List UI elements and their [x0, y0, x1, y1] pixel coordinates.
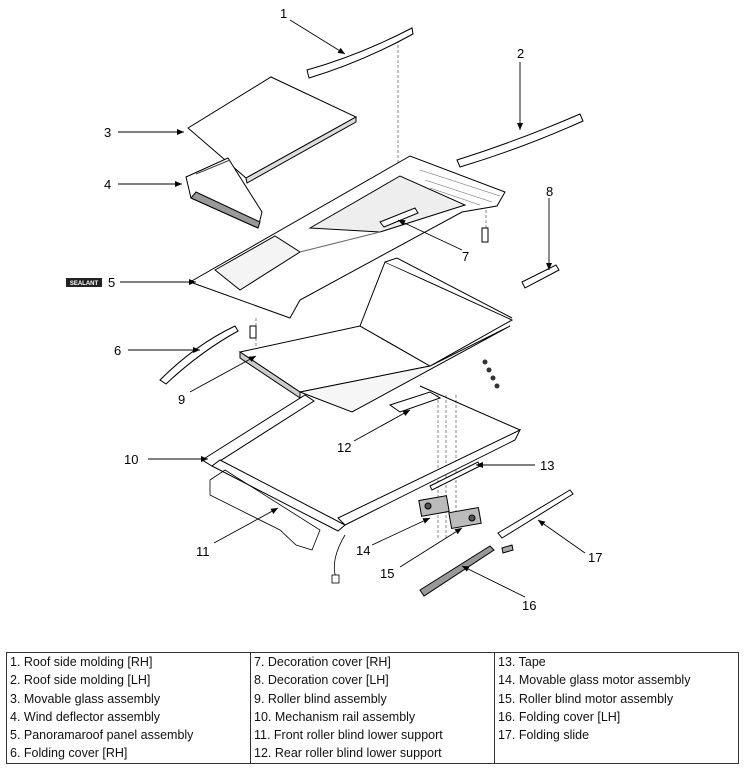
- callout-11: 11: [196, 544, 210, 559]
- legend-item: 15. Roller blind motor assembly: [498, 691, 674, 706]
- legend-item: 1. Roof side molding [RH]: [10, 655, 153, 669]
- legend-item: 12. Rear roller blind lower support: [254, 746, 442, 761]
- legend-item: 10. Mechanism rail assembly: [254, 709, 416, 724]
- part-folding-cover-rh: [159, 325, 239, 385]
- sealant-tube-icon: SEALANT: [66, 278, 102, 287]
- callout-8: 8: [546, 184, 553, 199]
- callout-9: 9: [178, 392, 185, 407]
- legend-column-2: 7. Decoration cover [RH] 8. Decoration c…: [250, 652, 495, 764]
- callout-1: 1: [280, 6, 287, 21]
- part-folding-cover-lh: [419, 545, 495, 597]
- exploded-view-diagram: SEALANT: [66, 6, 602, 613]
- legend-item: 2. Roof side molding [LH]: [10, 673, 151, 688]
- callout-4: 4: [104, 177, 111, 192]
- parts-legend-table: 1. Roof side molding [RH] 2. Roof side m…: [6, 652, 739, 764]
- callout-10: 10: [124, 452, 138, 467]
- legend-column-1: 1. Roof side molding [RH] 2. Roof side m…: [6, 652, 251, 764]
- screws-group: [482, 359, 500, 389]
- legend-item: 17. Folding slide: [498, 728, 590, 743]
- callout-7: 7: [462, 249, 469, 264]
- part-wind-deflector-assembly: [185, 157, 263, 229]
- legend-item: 7. Decoration cover [RH]: [254, 655, 391, 669]
- part-decoration-cover-lh: [521, 264, 560, 289]
- legend-item: 14. Movable glass motor assembly: [498, 673, 691, 688]
- callout-2: 2: [517, 46, 524, 61]
- legend-item: 5. Panoramaroof panel assembly: [10, 728, 194, 743]
- legend-item: 9. Roller blind assembly: [254, 691, 387, 706]
- callout-6: 6: [114, 343, 121, 358]
- part-roller-blind-assembly: [238, 257, 514, 413]
- legend-item: 16. Folding cover [LH]: [498, 709, 621, 724]
- part-decoration-cover-rh: [379, 207, 419, 228]
- part-rear-roller-blind-lower-support: [388, 391, 442, 413]
- legend-item: 4. Wind deflector assembly: [10, 709, 161, 724]
- part-roof-side-molding-rh: [306, 27, 414, 79]
- part-panoramaroof-panel-assembly: [188, 155, 506, 339]
- sealant-label: SEALANT: [70, 281, 99, 287]
- leader-arrows: [118, 19, 586, 598]
- legend-column-3: 13. Tape 14. Movable glass motor assembl…: [494, 652, 739, 764]
- callout-labels: 1 2 3 4 5 6 7 8 9 10 11 12 13 14 15 16 1…: [104, 6, 602, 613]
- part-mechanism-rail-assembly: [201, 385, 522, 532]
- legend-item: 8. Decoration cover [LH]: [254, 673, 389, 688]
- callout-15: 15: [380, 566, 394, 581]
- part-roller-blind-motor-assembly: [448, 506, 482, 530]
- legend-item: 11. Front roller blind lower support: [254, 728, 443, 743]
- part-roof-side-molding-lh: [456, 113, 584, 168]
- legend-item: 13. Tape: [498, 655, 546, 669]
- callout-3: 3: [104, 125, 111, 140]
- part-movable-glass-assembly: [187, 76, 358, 184]
- part-movable-glass-motor-assembly: [418, 495, 450, 517]
- legend-item: 6. Folding cover [RH]: [10, 746, 128, 761]
- callout-17: 17: [588, 550, 602, 565]
- callout-5: 5: [108, 275, 115, 290]
- callout-13: 13: [540, 458, 554, 473]
- part-folding-slide: [497, 489, 574, 554]
- callout-14: 14: [356, 543, 370, 558]
- callout-12: 12: [337, 440, 351, 455]
- part-front-roller-blind-lower-support: [209, 469, 346, 584]
- callout-16: 16: [522, 598, 536, 613]
- legend-item: 3. Movable glass assembly: [10, 691, 161, 706]
